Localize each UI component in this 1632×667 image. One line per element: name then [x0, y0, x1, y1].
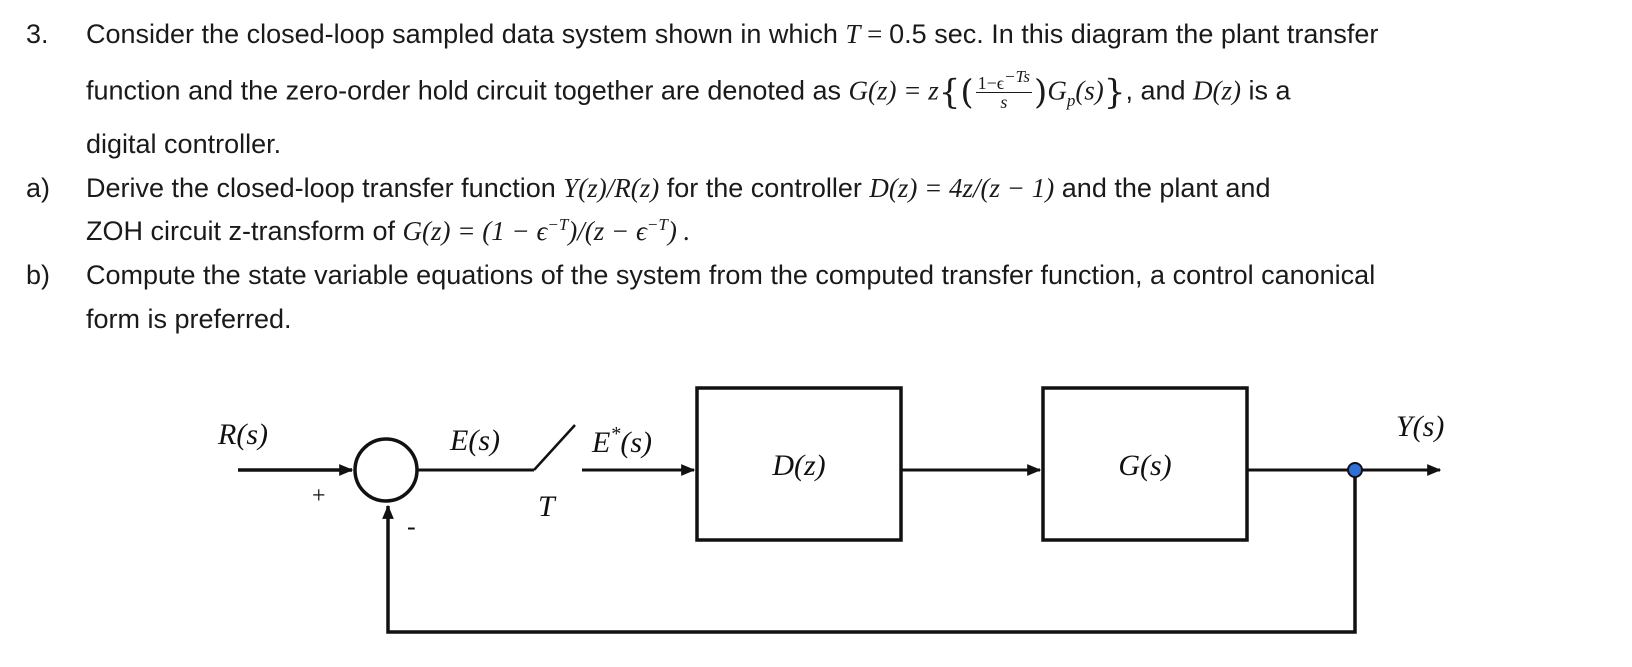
intro-Gz-symbol: G — [848, 75, 868, 106]
part-a-transfer-function: Y(z)/R(z) — [563, 173, 660, 203]
intro-text-1a: Consider the closed-loop sampled data sy… — [86, 19, 846, 49]
error-label: E(s) — [449, 424, 500, 457]
plus-sign: + — [312, 483, 326, 509]
feedback-path — [382, 470, 1357, 634]
intro-Gp-arg: (s) — [1075, 75, 1104, 106]
part-a-text-2a: ZOH circuit z-transform of — [86, 216, 403, 246]
output-label: Y(s) — [1396, 410, 1444, 443]
zoh-fraction-numerator: 1−ϵ−Ts — [975, 67, 1033, 93]
controller-block — [695, 386, 903, 542]
intro-equals-z: = z — [896, 75, 939, 106]
part-b-label: b) — [26, 260, 51, 290]
intro-text-2b: , and — [1125, 75, 1194, 106]
summing-junction — [353, 437, 419, 503]
intro-Gp-subscript: p — [1066, 91, 1076, 111]
intro-text-2a: function and the zero-order hold circuit… — [86, 75, 849, 106]
output-junction-dot — [1347, 462, 1363, 478]
part-b-line-1: Compute the state variable equations of … — [86, 260, 1376, 290]
part-a-line-1: Derive the closed-loop transfer function… — [86, 172, 1270, 204]
part-a-line-2: ZOH circuit z-transform of G(z) = (1 − ϵ… — [86, 215, 690, 247]
intro-Gz-arg: (z) — [867, 75, 897, 106]
plant-block — [1041, 386, 1249, 542]
intro-line-2: function and the zero-order hold circuit… — [86, 67, 1291, 113]
intro-T-symbol: T — [845, 19, 861, 49]
part-a-controller-expression: D(z) = 4z/(z − 1) — [869, 173, 1055, 203]
intro-Gp-symbol: G — [1047, 75, 1067, 106]
part-a-plant-expression: G(z) = (1 − ϵ−T)/(z − ϵ−T) . — [402, 215, 691, 246]
intro-line-1: Consider the closed-loop sampled data sy… — [86, 18, 1378, 50]
minus-sign: - — [407, 512, 416, 541]
part-a-label: a) — [26, 173, 51, 203]
right-brace: } — [1103, 72, 1126, 113]
intro-T-value: 0.5 — [889, 19, 927, 49]
input-label: R(s) — [217, 418, 268, 451]
part-a-text-1b: for the controller — [659, 173, 870, 203]
sampler-label: T — [538, 490, 557, 523]
intro-text-1b: sec. In this diagram the plant transfer — [926, 19, 1379, 49]
sampler-switch — [533, 424, 576, 471]
controller-label: D(z) — [771, 449, 825, 482]
intro-text-2c: is a — [1241, 75, 1291, 106]
intro-line-3: digital controller. — [86, 129, 282, 159]
part-a-text-1a: Derive the closed-loop transfer function — [86, 173, 564, 203]
right-paren: ) — [1034, 72, 1048, 113]
left-brace: {( — [938, 72, 974, 113]
zoh-fraction-denominator: s — [1000, 92, 1008, 112]
sampled-signal-label: E*(s) — [591, 423, 652, 459]
part-b-line-2: form is preferred. — [86, 304, 292, 334]
intro-equals: = — [860, 19, 890, 49]
plant-label: G(s) — [1118, 449, 1171, 482]
part-a-text-1c: and the plant and — [1054, 173, 1271, 203]
intro-Dz-symbol: D(z) — [1193, 75, 1242, 106]
problem-number: 3. — [26, 19, 49, 49]
